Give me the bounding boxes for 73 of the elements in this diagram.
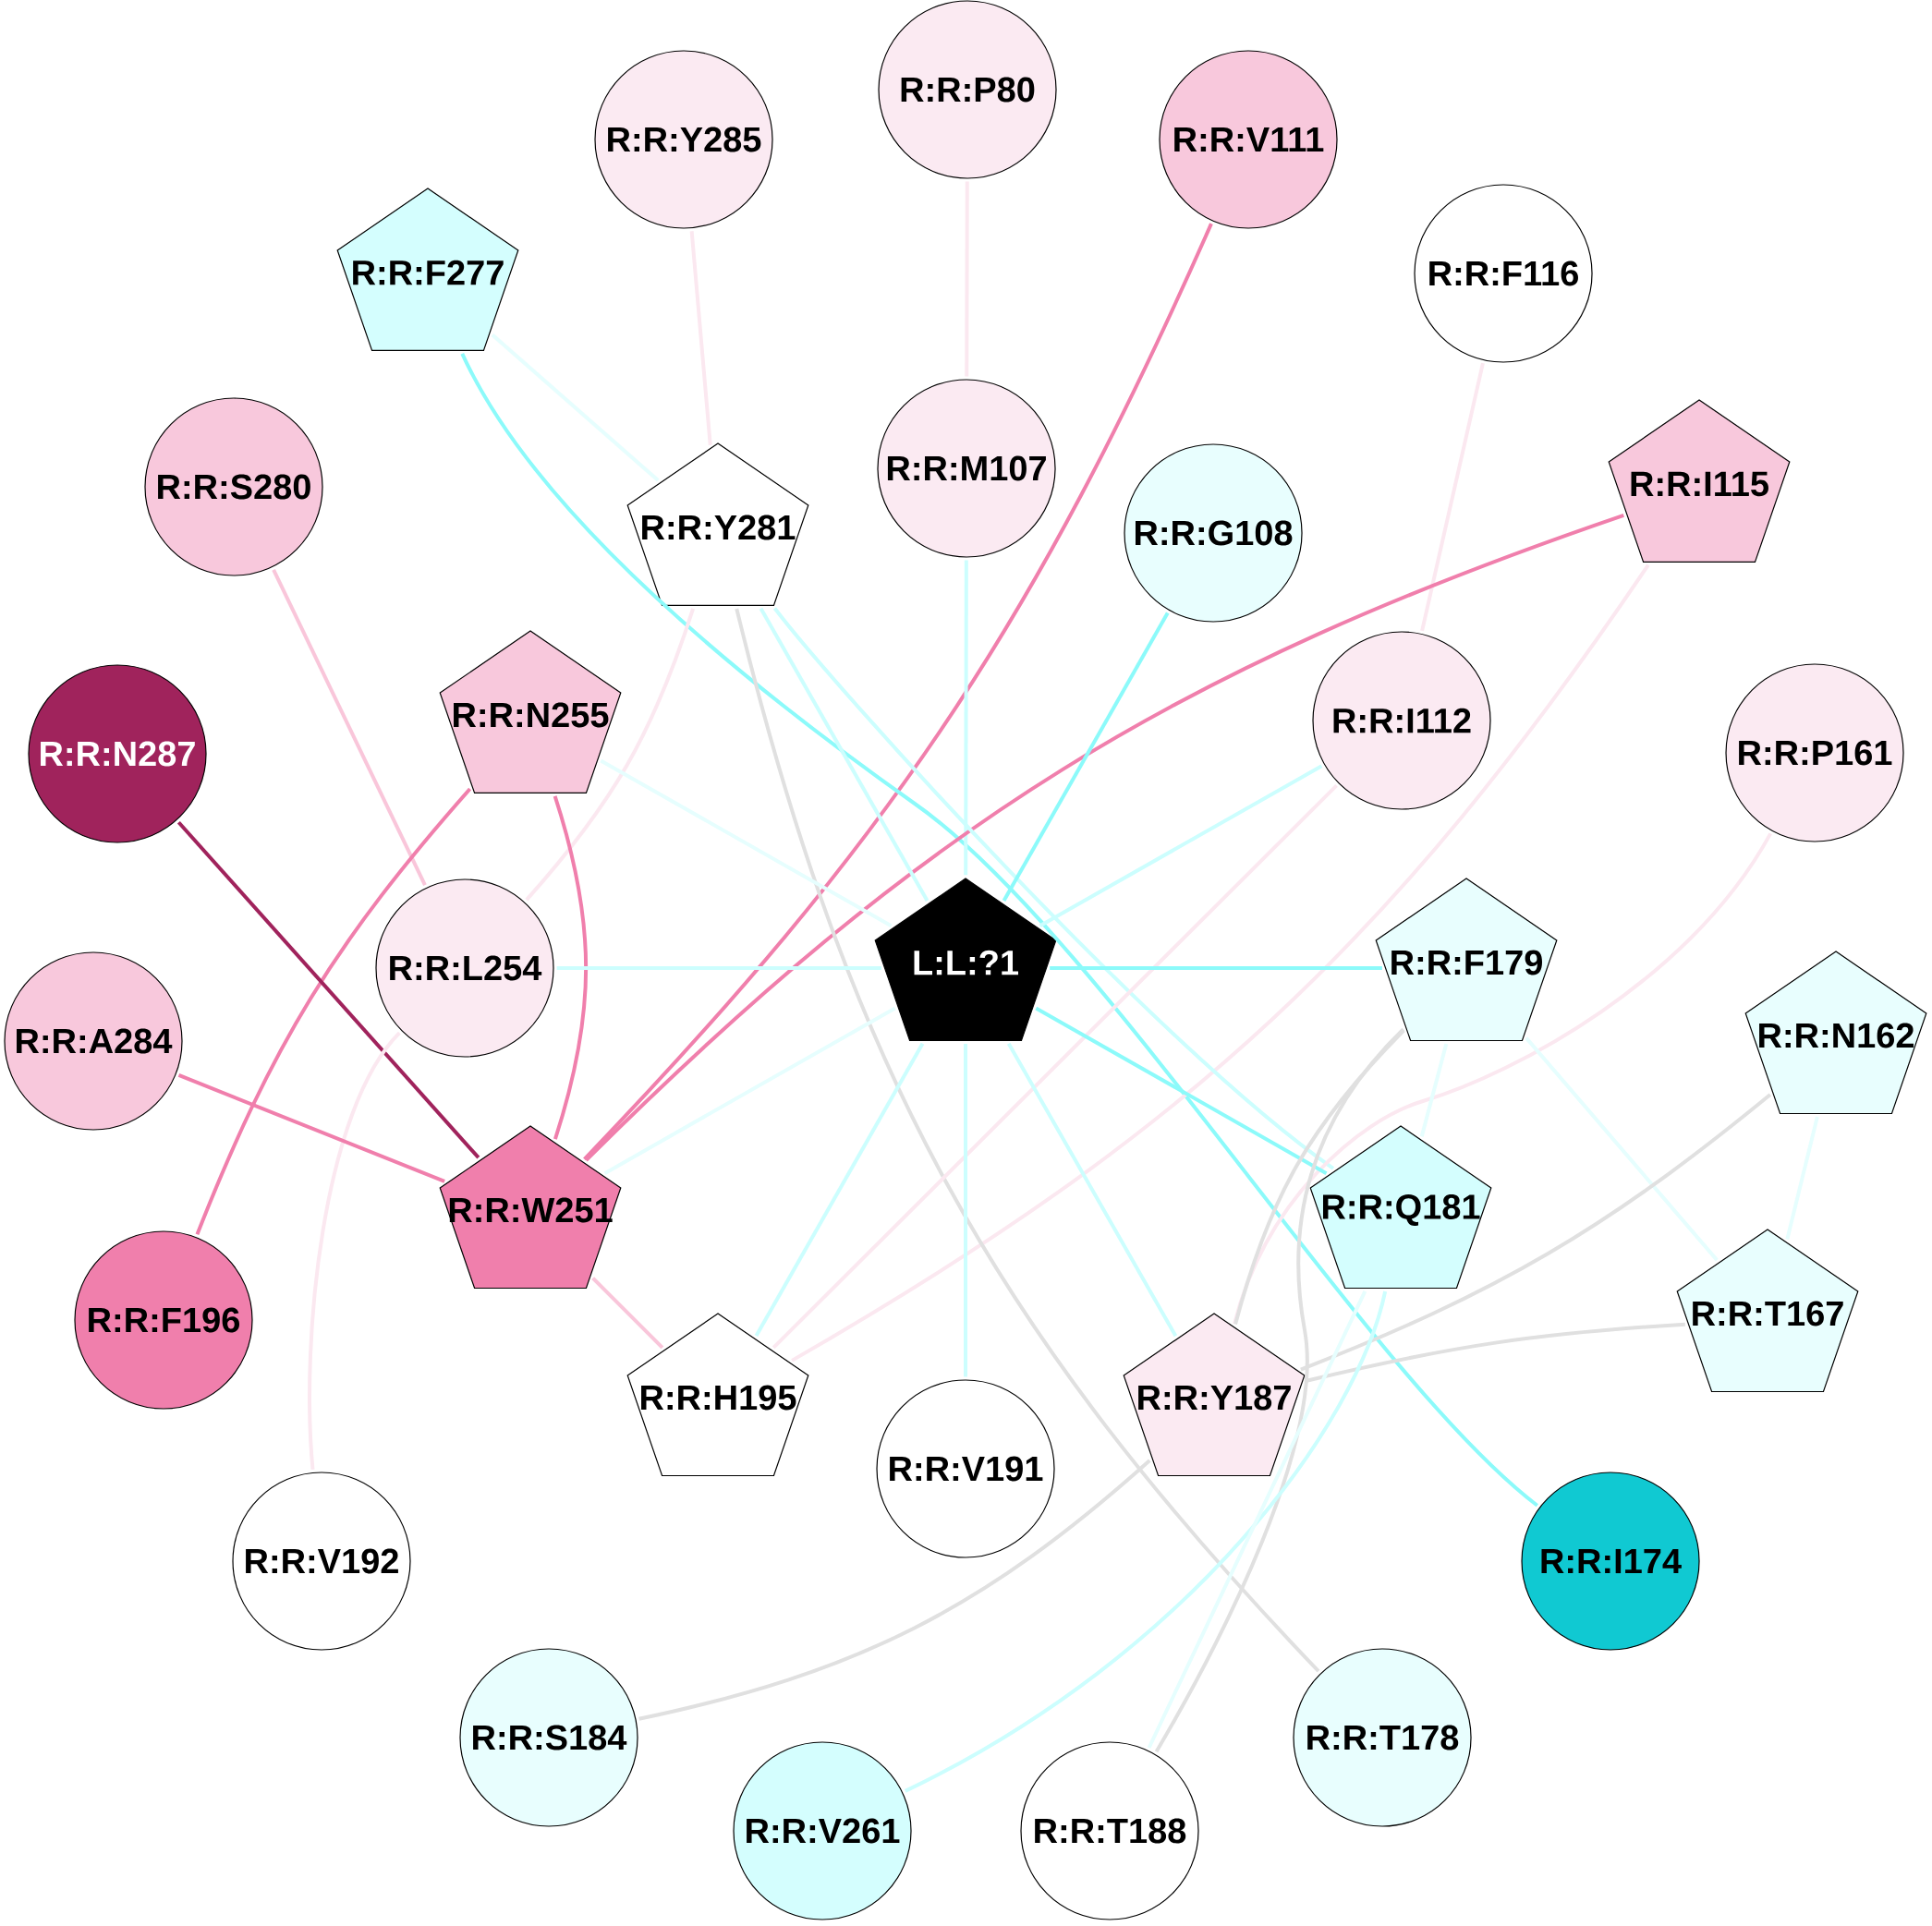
- pentagon-node: R:R:N162: [1744, 951, 1927, 1115]
- connector-line: [772, 607, 1335, 1170]
- connector-line: [177, 1073, 445, 1183]
- pentagon-node: R:R:Y187: [1123, 1313, 1306, 1477]
- connector-line: [964, 560, 968, 876]
- circle-node: R:R:V261: [733, 1741, 912, 1920]
- circle-node: R:R:F116: [1414, 184, 1593, 363]
- connector-line: [689, 231, 712, 445]
- connector-line: [754, 1042, 925, 1338]
- circle-node: R:R:V191: [876, 1379, 1055, 1558]
- connector-line: [1785, 1116, 1819, 1240]
- connector-line: [1233, 1029, 1405, 1326]
- pentagon-node: R:R:W251: [439, 1125, 622, 1290]
- connector-line: [1525, 1036, 1719, 1262]
- connector-line: [1147, 1290, 1367, 1749]
- connector-line: [525, 608, 695, 902]
- circle-node: R:R:I174: [1521, 1472, 1700, 1651]
- connector-line: [964, 1044, 967, 1377]
- circle-node: R:R:T188: [1020, 1741, 1199, 1920]
- circle-node: R:R:Y285: [594, 50, 773, 229]
- connector-line: [584, 514, 1624, 1162]
- connector-line: [491, 333, 660, 482]
- connector-line: [1006, 1042, 1178, 1338]
- circle-node: R:R:S184: [459, 1648, 638, 1827]
- connector-line: [556, 966, 881, 970]
- connector-line: [1039, 764, 1323, 927]
- connector-line: [772, 783, 1338, 1350]
- connector-line: [583, 223, 1213, 1161]
- connector-line: [1050, 966, 1382, 970]
- circle-node: R:R:F196: [74, 1230, 253, 1410]
- connector-line: [759, 607, 930, 902]
- circle-node: R:R:A284: [4, 951, 183, 1131]
- connector-line: [553, 795, 589, 1140]
- circle-node: R:R:I112: [1312, 631, 1491, 810]
- connector-line: [603, 1006, 896, 1175]
- circle-node: R:R:N287: [28, 664, 207, 843]
- connector-line: [1233, 832, 1772, 1325]
- pentagon-node: R:R:Y281: [626, 442, 809, 607]
- connector-line: [460, 352, 1539, 1508]
- circle-node: R:R:G108: [1124, 443, 1303, 623]
- connector-line: [904, 1290, 1388, 1793]
- circle-node: R:R:V111: [1159, 50, 1338, 229]
- connector-line: [1300, 1093, 1772, 1372]
- connector-line: [272, 568, 427, 887]
- pentagon-node: R:R:T167: [1676, 1229, 1859, 1393]
- connector-line: [591, 1277, 664, 1350]
- pentagon-node: R:R:Q181: [1309, 1125, 1492, 1290]
- connector-line: [1154, 1027, 1405, 1753]
- connector-line: [195, 787, 472, 1236]
- connector-line: [1305, 1322, 1685, 1383]
- circle-node: R:R:P161: [1725, 663, 1904, 842]
- connector-line: [1002, 612, 1170, 902]
- circle-node: R:R:V192: [232, 1472, 411, 1651]
- connector-line: [735, 608, 1320, 1673]
- circle-node: R:R:P80: [878, 0, 1057, 179]
- pentagon-node: R:R:F277: [336, 188, 519, 352]
- connector-line: [791, 563, 1650, 1363]
- pentagon-node: R:R:H195: [626, 1313, 809, 1477]
- connector-line: [1035, 1006, 1328, 1175]
- circle-node: R:R:L254: [375, 878, 554, 1058]
- connector-line: [176, 820, 480, 1159]
- connector-line: [1420, 362, 1485, 632]
- connector-line: [1419, 1043, 1449, 1137]
- pentagon-node: L:L:?1: [874, 878, 1057, 1042]
- connector-line: [600, 758, 893, 927]
- circle-node: R:R:S280: [144, 397, 323, 576]
- connector-line: [638, 1459, 1151, 1721]
- pentagon-node: R:R:F179: [1375, 878, 1558, 1042]
- circle-node: R:R:T178: [1293, 1648, 1472, 1827]
- pentagon-node: R:R:N255: [439, 630, 622, 794]
- circle-node: R:R:M107: [877, 379, 1056, 558]
- connector-line: [308, 1031, 401, 1470]
- pentagon-node: R:R:I115: [1608, 399, 1791, 563]
